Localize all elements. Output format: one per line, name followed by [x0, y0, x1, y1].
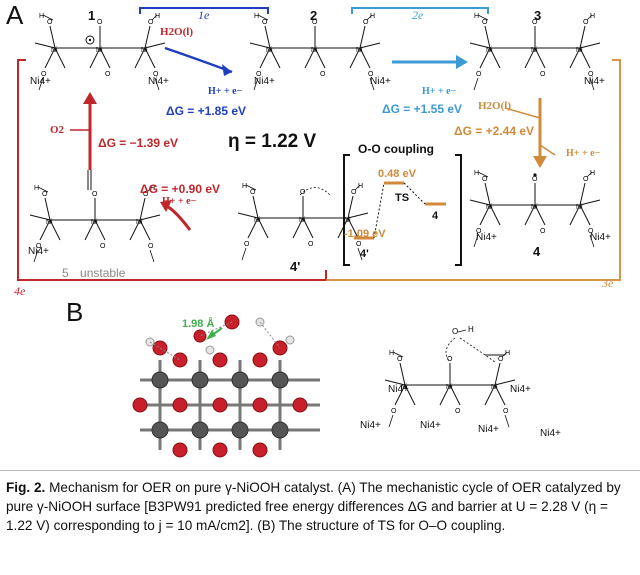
oo-coupling-title: O-O coupling [358, 142, 434, 156]
svg-text:H: H [468, 325, 474, 334]
structure-2-number: 2 [310, 8, 318, 23]
structure-4-prime [237, 182, 369, 261]
ni-ion-label: Ni4+ [540, 428, 561, 439]
oo-4-label: 4 [432, 210, 439, 222]
proton-electron-1: H+ + e− [208, 86, 243, 97]
ni-ion-label: Ni4+ [388, 384, 409, 395]
unstable-label: unstable [80, 266, 126, 280]
water-label-1: H2O(l) [160, 26, 193, 38]
structure-3 [469, 12, 601, 91]
proton-electron-3: H+ + e− [566, 148, 601, 159]
structure-5-number: 5 [62, 266, 69, 280]
structure-4-number: 4 [533, 244, 541, 259]
ni-ion-label: Ni4+ [148, 76, 169, 87]
structure-5-label: 5 unstable [62, 266, 125, 280]
ni-ion-label: Ni4+ [254, 76, 275, 87]
ni-ion-label: Ni4+ [28, 246, 49, 257]
ts-label: TS [395, 192, 410, 204]
oxygen-release-label: O2 [50, 124, 65, 136]
caption-text: Mechanism for OER on pure γ-NiOOH cataly… [6, 480, 621, 533]
ni-ion-label: Ni4+ [510, 384, 531, 395]
water-label-3: H2O(l) [478, 100, 511, 112]
ni-ion-label: Ni4+ [360, 420, 381, 431]
structure-4-prime-number: 4' [290, 259, 301, 274]
panel-a-letter: A [6, 0, 24, 30]
structure-1-number: 1 [88, 8, 96, 23]
ni-ion-label: Ni4+ [370, 76, 391, 87]
panel-a-scheme: Ni Ni Ni O O O H H O O O [17, 7, 621, 281]
structure-5 [29, 184, 161, 263]
oo-distance-label: 1.98 Å [182, 318, 215, 330]
ni-ion-label: Ni4+ [30, 76, 51, 87]
panel-b-letter: B [66, 297, 84, 327]
panel-b-ball-stick-model [132, 314, 320, 458]
ni-ion-label: Ni4+ [478, 424, 499, 435]
ni-ion-label: Ni4+ [590, 232, 611, 243]
ni-ion-label: Ni4+ [476, 232, 497, 243]
proton-electron-4: H+ + e− [162, 196, 197, 207]
ts-energy-label: 0.48 eV [378, 168, 416, 180]
overpotential-label: η = 1.22 V [228, 131, 317, 152]
delta-g-step-2: ΔG = +1.55 eV [382, 102, 463, 116]
step-1e-label: 1e [198, 8, 210, 22]
structure-1 [34, 12, 166, 91]
step-4e-label: 4e [14, 284, 26, 298]
ni-ion-label: Ni4+ [420, 420, 441, 431]
figure-label: Fig. 2. [6, 480, 46, 495]
svg-text:O: O [452, 327, 458, 336]
ni-ion-label: Ni4+ [584, 76, 605, 87]
delta-g-step-5: ΔG = −1.39 eV [98, 136, 179, 150]
start-energy-label: -1.09 eV [344, 228, 386, 240]
panel-b-ts-structure: O H [384, 325, 516, 428]
structure-3-number: 3 [534, 8, 542, 23]
step-2e-label: 2e [412, 8, 424, 22]
proton-electron-2: H+ + e− [422, 86, 457, 97]
step-3e-label: 3e [602, 276, 614, 290]
caption-divider [0, 470, 640, 471]
delta-g-step-1: ΔG = +1.85 eV [166, 104, 247, 118]
oo-4prime-label: 4' [360, 248, 369, 260]
figure-caption: Fig. 2. Mechanism for OER on pure γ-NiOO… [6, 478, 634, 535]
delta-g-step-3: ΔG = +2.44 eV [454, 124, 535, 138]
delta-g-step-4: ΔG = +0.90 eV [140, 182, 221, 196]
